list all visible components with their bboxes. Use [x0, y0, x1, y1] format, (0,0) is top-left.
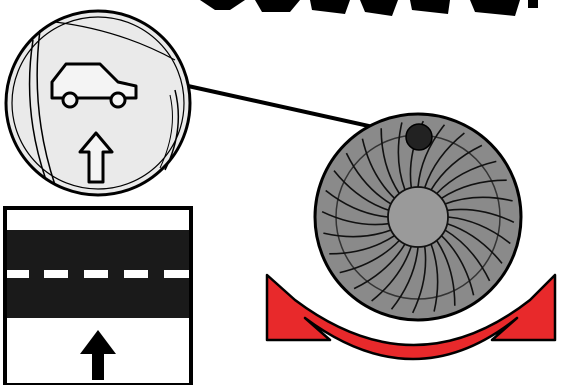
- lane-dash: [44, 270, 68, 278]
- rotary-knob: [315, 114, 521, 320]
- cropped-heading-shapes: [200, 0, 538, 16]
- lane-dash: [124, 270, 148, 278]
- lane-dash: [164, 270, 189, 278]
- knob-marker: [406, 124, 432, 150]
- lane-dash: [84, 270, 108, 278]
- lane-dash: [7, 270, 29, 278]
- zoom-callout: [6, 11, 190, 195]
- road-diagram: [5, 208, 191, 385]
